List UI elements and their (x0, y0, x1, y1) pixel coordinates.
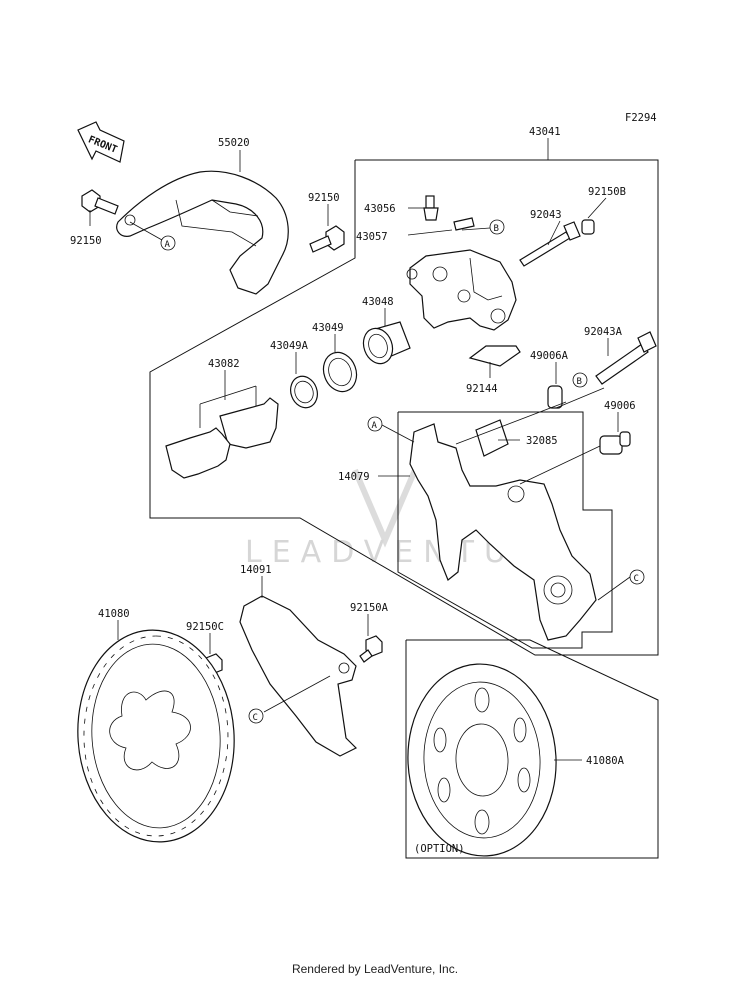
boot-49006A (547, 385, 563, 409)
label-92150-left: 92150 (70, 235, 102, 247)
callout-a-mid: A (367, 416, 383, 432)
label-41080A: 41080A (586, 755, 625, 767)
label-49006: 49006 (604, 400, 636, 412)
cap-43057 (453, 217, 475, 231)
brake-pads-43082 (165, 385, 279, 479)
option-label: (OPTION) (414, 843, 465, 855)
brake-disc-41080 (77, 629, 235, 843)
label-92144: 92144 (466, 383, 498, 395)
callout-a-top: A (160, 235, 176, 251)
label-43082: 43082 (208, 358, 240, 370)
callout-b-mid-label: B (577, 377, 582, 387)
brake-guard-55020 (116, 170, 289, 295)
label-92150B: 92150B (588, 186, 626, 198)
label-43048: 43048 (362, 296, 394, 308)
piston-43048 (362, 321, 411, 365)
callout-c-left-label: C (253, 713, 258, 723)
caliper-body-43041 (406, 249, 517, 331)
callout-a-mid-label: A (372, 421, 378, 431)
label-43049A: 43049A (270, 340, 309, 352)
label-92150C: 92150C (186, 621, 224, 633)
brake-disc-41080A (407, 663, 557, 857)
label-92150A: 92150A (350, 602, 389, 614)
label-92043: 92043 (530, 209, 562, 221)
boot-49006 (599, 431, 631, 455)
credit-line: Rendered by LeadVenture, Inc. (291, 962, 459, 976)
label-41080: 41080 (98, 608, 130, 620)
label-14091: 14091 (240, 564, 272, 576)
caliper-bracket-outline (397, 411, 613, 649)
clip-32085 (475, 419, 509, 457)
label-92150-mid: 92150 (308, 192, 340, 204)
label-55020: 55020 (218, 137, 250, 149)
figure-code: F2294 (625, 112, 657, 124)
callout-c-left: C (248, 708, 264, 724)
label-49006A: 49006A (530, 350, 569, 362)
disc-guard-14091 (239, 595, 358, 757)
label-32085: 32085 (526, 435, 558, 447)
callout-b-top-label: B (494, 224, 499, 234)
label-43056: 43056 (364, 203, 396, 215)
callout-b-top: B (489, 219, 505, 235)
label-43057: 43057 (356, 231, 388, 243)
front-arrow-icon: FRONT (77, 121, 125, 163)
leader-lines (89, 138, 631, 761)
label-43049: 43049 (312, 322, 344, 334)
bleeder-43056 (423, 195, 439, 221)
label-92043A: 92043A (584, 326, 623, 338)
plug-92150B (581, 219, 595, 235)
bolt-92150-mid (309, 225, 345, 253)
label-14079: 14079 (338, 471, 370, 483)
label-43041: 43041 (529, 126, 561, 138)
pin-92043 (519, 221, 581, 267)
callout-c-right-label: C (634, 574, 639, 584)
caliper-bracket-14079 (409, 423, 597, 641)
pad-spring-92144 (468, 345, 521, 367)
callout-b-mid: B (572, 372, 588, 388)
caliper-assembly-outline (149, 159, 659, 656)
callout-a-top-label: A (165, 240, 171, 250)
pin-92043A (595, 331, 657, 385)
bolt-92150-left (81, 189, 119, 215)
callout-c-right: C (629, 569, 645, 585)
seal-43049A (290, 375, 318, 409)
seal-43049 (322, 351, 358, 393)
option-disc-outline (405, 639, 659, 859)
bolt-92150A (359, 635, 383, 663)
